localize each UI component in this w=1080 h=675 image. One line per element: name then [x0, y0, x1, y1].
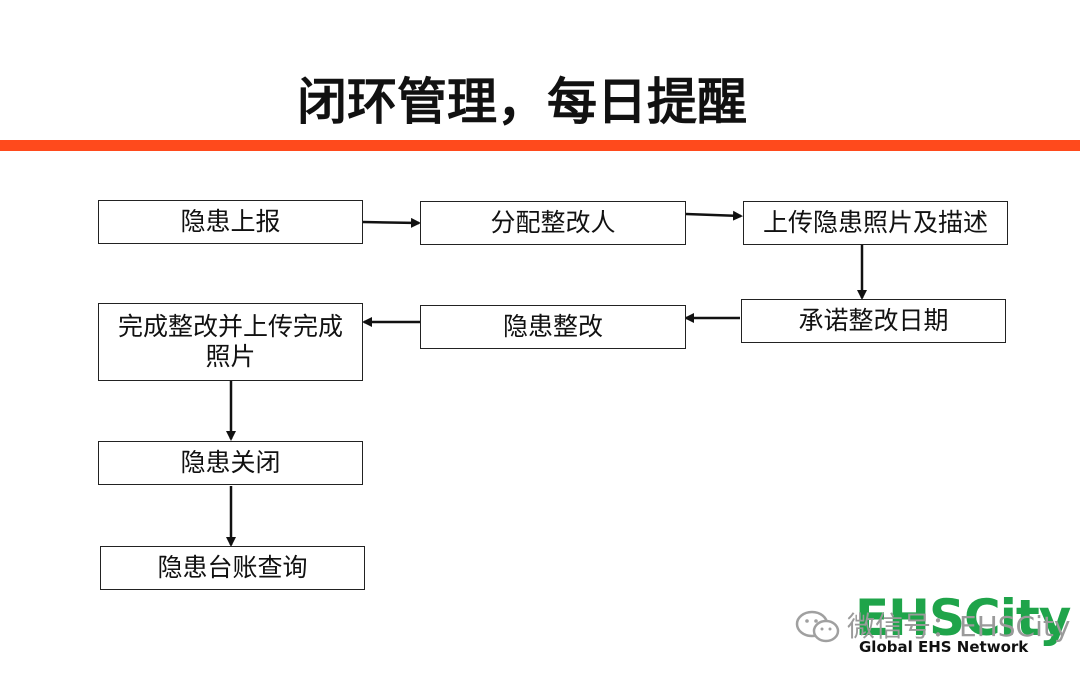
watermark: EHSCity 微信号：EHSCity Global EHS Network [795, 589, 1080, 675]
node-report-label: 隐患上报 [180, 207, 281, 236]
node-close: 隐患关闭 [98, 441, 363, 485]
arrow-report-to-assign [362, 217, 421, 228]
node-commit-date-label: 承诺整改日期 [798, 306, 949, 335]
arrow-assign-to-upload [685, 210, 743, 221]
node-upload-photo-label: 上传隐患照片及描述 [762, 208, 988, 237]
wechat-icon [795, 610, 840, 643]
wechat-id-label: 微信号：EHSCity [847, 610, 1071, 643]
node-upload-photo: 上传隐患照片及描述 [743, 201, 1008, 245]
node-close-label: 隐患关闭 [180, 448, 281, 477]
title-divider [0, 140, 1080, 151]
ehscity-logo-subtitle: Global EHS Network [859, 638, 1029, 656]
ehscity-logo: EHSCity [855, 589, 1071, 647]
node-rectify: 隐患整改 [420, 305, 686, 349]
node-ledger: 隐患台账查询 [100, 546, 365, 590]
node-assign: 分配整改人 [420, 201, 686, 245]
node-complete: 完成整改并上传完成照片 [98, 303, 363, 381]
node-report: 隐患上报 [98, 200, 363, 244]
node-commit-date: 承诺整改日期 [741, 299, 1006, 343]
node-complete-label: 完成整改并上传完成照片 [117, 312, 343, 371]
node-assign-label: 分配整改人 [490, 208, 616, 237]
node-rectify-label: 隐患整改 [502, 312, 603, 341]
node-ledger-label: 隐患台账查询 [157, 553, 308, 582]
page-title: 闭环管理，每日提醒 [297, 73, 747, 131]
